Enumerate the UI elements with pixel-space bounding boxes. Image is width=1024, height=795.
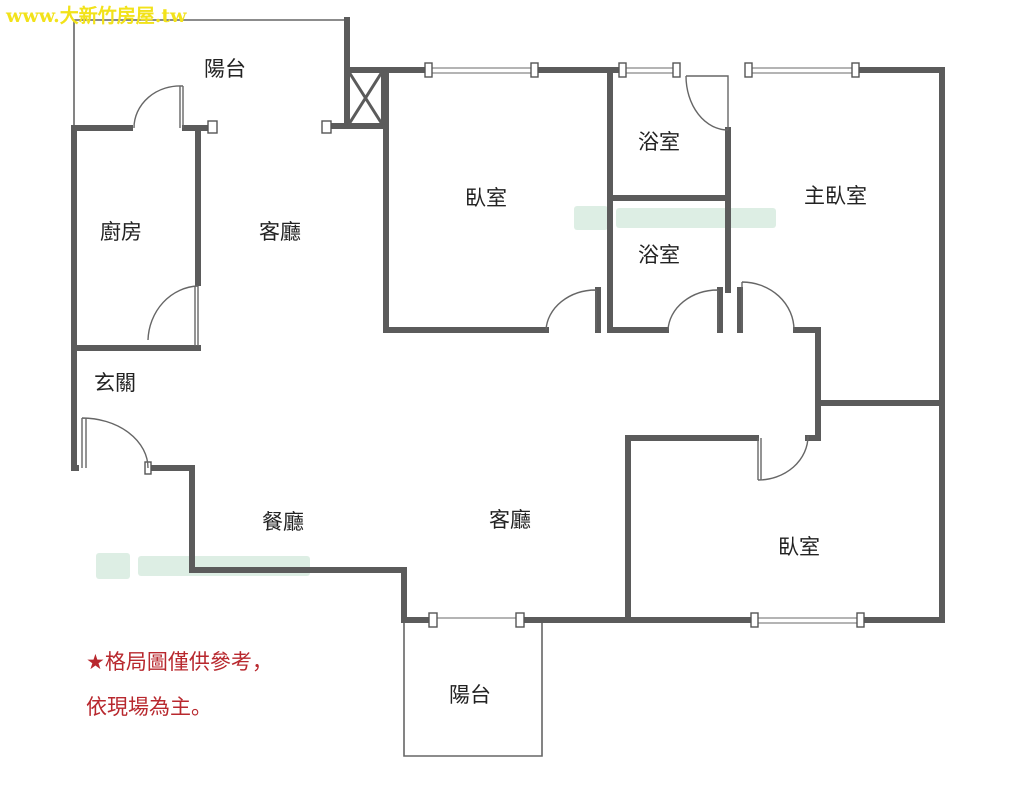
balcony-outlines: [73, 19, 543, 757]
jambs: [144, 62, 865, 628]
room-label-balcony-top: 陽台: [204, 57, 246, 81]
room-label-bath-1: 浴室: [638, 130, 680, 154]
disclaimer-line-1: ★格局圖僅供參考，: [86, 650, 273, 674]
site-name: www.大新竹房屋.tw: [5, 4, 187, 27]
room-label-master-bedroom: 主臥室: [804, 184, 867, 208]
room-label-dining: 餐廳: [262, 510, 304, 534]
walls: [71, 17, 945, 623]
watermark-logo-top: [574, 206, 776, 230]
room-label-bedroom-2: 臥室: [778, 535, 820, 559]
watermark-logo-bottom: [96, 553, 310, 579]
doors: [81, 75, 809, 481]
room-label-kitchen: 廚房: [100, 220, 142, 244]
windows: [430, 67, 858, 624]
room-label-bedroom-1: 臥室: [465, 186, 507, 210]
room-label-bath-2: 浴室: [638, 243, 680, 267]
room-label-living-main: 客廳: [489, 508, 531, 532]
shaft-cross: [346, 69, 385, 127]
room-label-foyer: 玄關: [94, 371, 136, 395]
disclaimer-line-2: 依現場為主。: [86, 695, 212, 719]
room-label-balcony-bottom: 陽台: [449, 683, 491, 707]
room-label-living-top: 客廳: [259, 220, 301, 244]
